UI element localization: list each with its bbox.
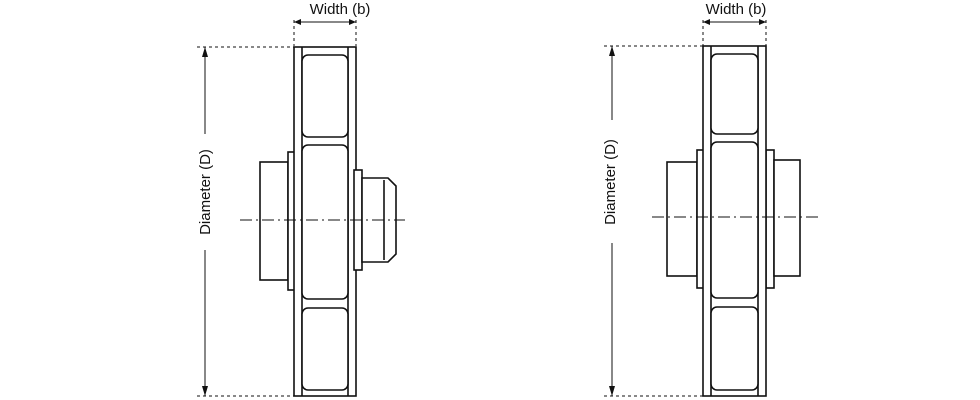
width-label-right: Width (b) xyxy=(706,1,767,18)
width-dimension-right: Width (b) xyxy=(702,1,767,46)
impeller-diagram-left: Width (b) Diameter (D) xyxy=(197,1,405,397)
vane-channel-middle-left xyxy=(301,144,349,300)
vane-channel-top-right xyxy=(710,53,759,135)
diameter-dimension-left: Diameter (D) xyxy=(197,46,294,397)
diameter-dimension-right: Diameter (D) xyxy=(602,45,703,397)
vane-channel-bottom-left xyxy=(301,307,349,391)
vane-channel-bottom-right xyxy=(710,306,759,391)
collar-right-side-right xyxy=(765,149,775,289)
vane-channel-top-left xyxy=(301,54,349,138)
vane-channel-middle-right xyxy=(710,141,759,299)
diameter-label-left: Diameter (D) xyxy=(197,149,214,235)
width-dimension-left: Width (b) xyxy=(293,1,371,46)
hub-left xyxy=(259,161,289,281)
impeller-diagram-right: Width (b) Diameter (D) xyxy=(602,1,818,397)
diameter-label-right: Diameter (D) xyxy=(602,139,619,225)
hub-right-side-right xyxy=(773,159,801,277)
width-label-left: Width (b) xyxy=(310,1,371,18)
hub-left-side-right xyxy=(666,161,698,277)
